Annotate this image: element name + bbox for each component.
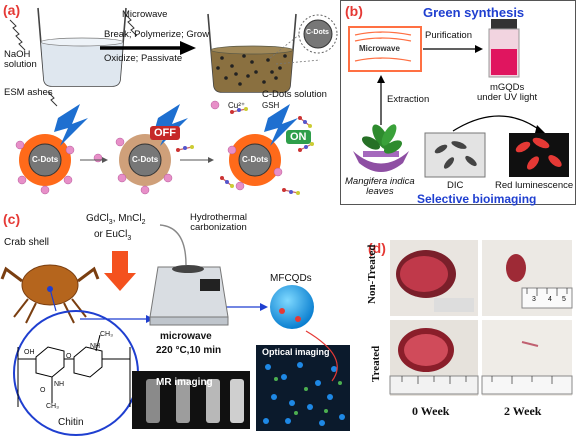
panel-a-label: (a) xyxy=(3,2,21,18)
chem-label-ch3-bottom: CH₃ xyxy=(46,403,59,410)
reagent-eucl: or EuCl3 xyxy=(94,229,132,242)
panel-d-art xyxy=(389,240,573,396)
chem-label-o: O xyxy=(66,353,72,360)
panel-c-art xyxy=(0,224,350,436)
mangifera-leaves-icon xyxy=(353,124,409,172)
chem-label-nh-2: NH xyxy=(54,381,65,388)
lightning-blue-3 xyxy=(264,104,298,146)
crab-shell-icon xyxy=(0,264,100,324)
beaker-naoh xyxy=(37,7,127,87)
chitin-structure xyxy=(17,334,131,407)
mfcqd-sphere xyxy=(270,285,314,329)
condition-label: 220 °C,10 min xyxy=(156,345,222,356)
microwave-label-c: microwave xyxy=(160,331,212,342)
hydrothermal-label: Hydrothermal carbonization xyxy=(190,212,248,234)
step-1-label: Break; Polymerize; Grow xyxy=(104,29,210,40)
col-label-week0: 0 Week xyxy=(412,404,450,418)
gsh-molecules xyxy=(176,107,314,195)
cdot-particle-3 xyxy=(229,134,281,186)
reagent-gdcl: GdCl3, MnCl2 xyxy=(86,213,146,226)
col-label-week2: 2 Week xyxy=(504,404,542,418)
chem-label-ch3-top: CH₃ xyxy=(100,331,113,338)
mfcqds-label: MFCQDs xyxy=(270,273,312,284)
cdot-label-1: C-Dots xyxy=(32,155,59,164)
on-badge: ON xyxy=(286,130,311,144)
crab-shell-label: Crab shell xyxy=(4,237,50,248)
microwave-reactor-icon xyxy=(149,224,229,326)
panel-d-label: (d) xyxy=(368,240,386,256)
cdot-label-3: C-Dots xyxy=(242,155,269,164)
ruler-number-5: 5 xyxy=(562,296,566,303)
cu-ions xyxy=(15,100,283,195)
mr-imaging-label: MR imaging xyxy=(156,377,213,388)
microwave-box-label: Microwave xyxy=(359,44,400,53)
cdot-label-2: C-Dots xyxy=(132,155,159,164)
panel-c-label: (c) xyxy=(3,211,21,227)
panel-d: (d) Non-Treated Treated 3 4 5 0 Week 2 W… xyxy=(362,234,576,439)
lightning-blue-1 xyxy=(54,104,88,146)
dic-image xyxy=(424,132,486,178)
esm-label: ESM ashes xyxy=(4,87,53,98)
panel-c: (c) xyxy=(0,207,360,439)
microwave-label: Microwave xyxy=(122,9,168,20)
plant-label: Mangifera indica leaves xyxy=(345,176,415,198)
microwave-wave-2 xyxy=(124,13,138,37)
microwave-wave-3 xyxy=(47,91,58,107)
chem-label-n: n xyxy=(132,403,136,410)
cdot-particle-1 xyxy=(19,134,71,186)
cdot-particle-2 xyxy=(119,134,171,186)
optical-cells xyxy=(263,362,345,426)
chem-label-oh: OH xyxy=(24,349,35,356)
microwave-wave-1 xyxy=(9,19,26,51)
red-luminescence-label: Red luminescence xyxy=(495,180,574,191)
panel-a: (a) xyxy=(0,0,340,205)
panel-b-label: (b) xyxy=(345,3,363,19)
dic-label: DIC xyxy=(447,180,464,191)
ruler-ticks xyxy=(401,288,568,384)
mgqds-label: mGQDs under UV light xyxy=(477,82,538,104)
gsh-legend-label: GSH xyxy=(262,101,280,110)
purification-label: Purification xyxy=(425,30,472,41)
chem-label-nh-1: NH xyxy=(90,343,101,350)
ruler-number-4: 4 xyxy=(548,296,552,303)
step-2-label: Oxidize; Passivate xyxy=(104,53,183,64)
zoom-cdot-label: C-Dots xyxy=(306,29,329,36)
panel-a-art xyxy=(9,7,338,195)
chem-label-o-2: O xyxy=(40,387,46,394)
off-badge: OFF xyxy=(150,126,180,140)
green-synthesis-title: Green synthesis xyxy=(423,5,525,20)
selective-bioimaging-title: Selective bioimaging xyxy=(417,192,537,206)
beaker-cdots xyxy=(207,13,297,93)
panel-b-art xyxy=(348,19,569,178)
optical-imaging-label: Optical imaging xyxy=(262,347,330,357)
extraction-label: Extraction xyxy=(387,94,430,105)
naoh-label: NaOH solution xyxy=(4,49,37,71)
cdots-solution-label: C-Dots solution xyxy=(262,89,327,100)
panel-b: (b) Green synthesis xyxy=(340,0,576,206)
vial-mgqds xyxy=(488,19,520,78)
lightning-blue-2 xyxy=(154,104,188,146)
optical-imaging-panel xyxy=(256,345,350,431)
cu-legend-label: Cu²⁺ xyxy=(228,101,246,110)
chitin-label: Chitin xyxy=(58,417,84,428)
ruler-number-3: 3 xyxy=(532,296,536,303)
